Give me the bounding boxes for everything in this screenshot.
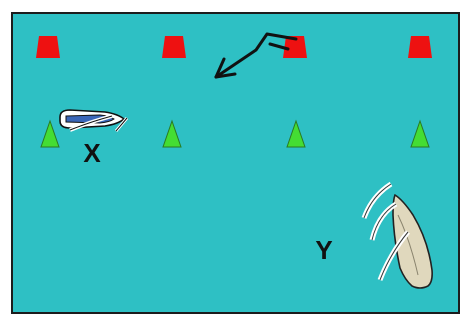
boat-x-jib-outline <box>115 117 128 132</box>
red-buoy-marker <box>162 36 186 58</box>
green-buoy-marker <box>410 119 430 148</box>
red-buoy-marker <box>408 36 432 58</box>
boat-y-jib-outline <box>363 183 392 219</box>
boat-y-mainsail-outline <box>371 203 397 241</box>
boat-y-boom-outline <box>379 231 409 281</box>
green-buoy-marker <box>40 119 60 148</box>
red-buoy-marker <box>36 36 60 58</box>
water-area <box>11 12 460 314</box>
boat-x-sail-outline <box>69 115 113 131</box>
green-buoy-marker <box>286 119 306 148</box>
green-buoy-marker <box>162 119 182 148</box>
red-buoy-row <box>36 36 432 58</box>
green-buoy-row <box>40 119 430 148</box>
boat-x-label: X <box>83 138 101 168</box>
wind-arrow-icon <box>214 32 298 79</box>
boat-x-icon <box>59 109 129 132</box>
boat-y-hull <box>392 193 433 289</box>
red-buoy-marker <box>283 36 307 58</box>
boat-y-deck-line <box>397 214 419 276</box>
boat-y-label: Y <box>315 235 332 265</box>
boat-y-icon <box>361 181 433 289</box>
